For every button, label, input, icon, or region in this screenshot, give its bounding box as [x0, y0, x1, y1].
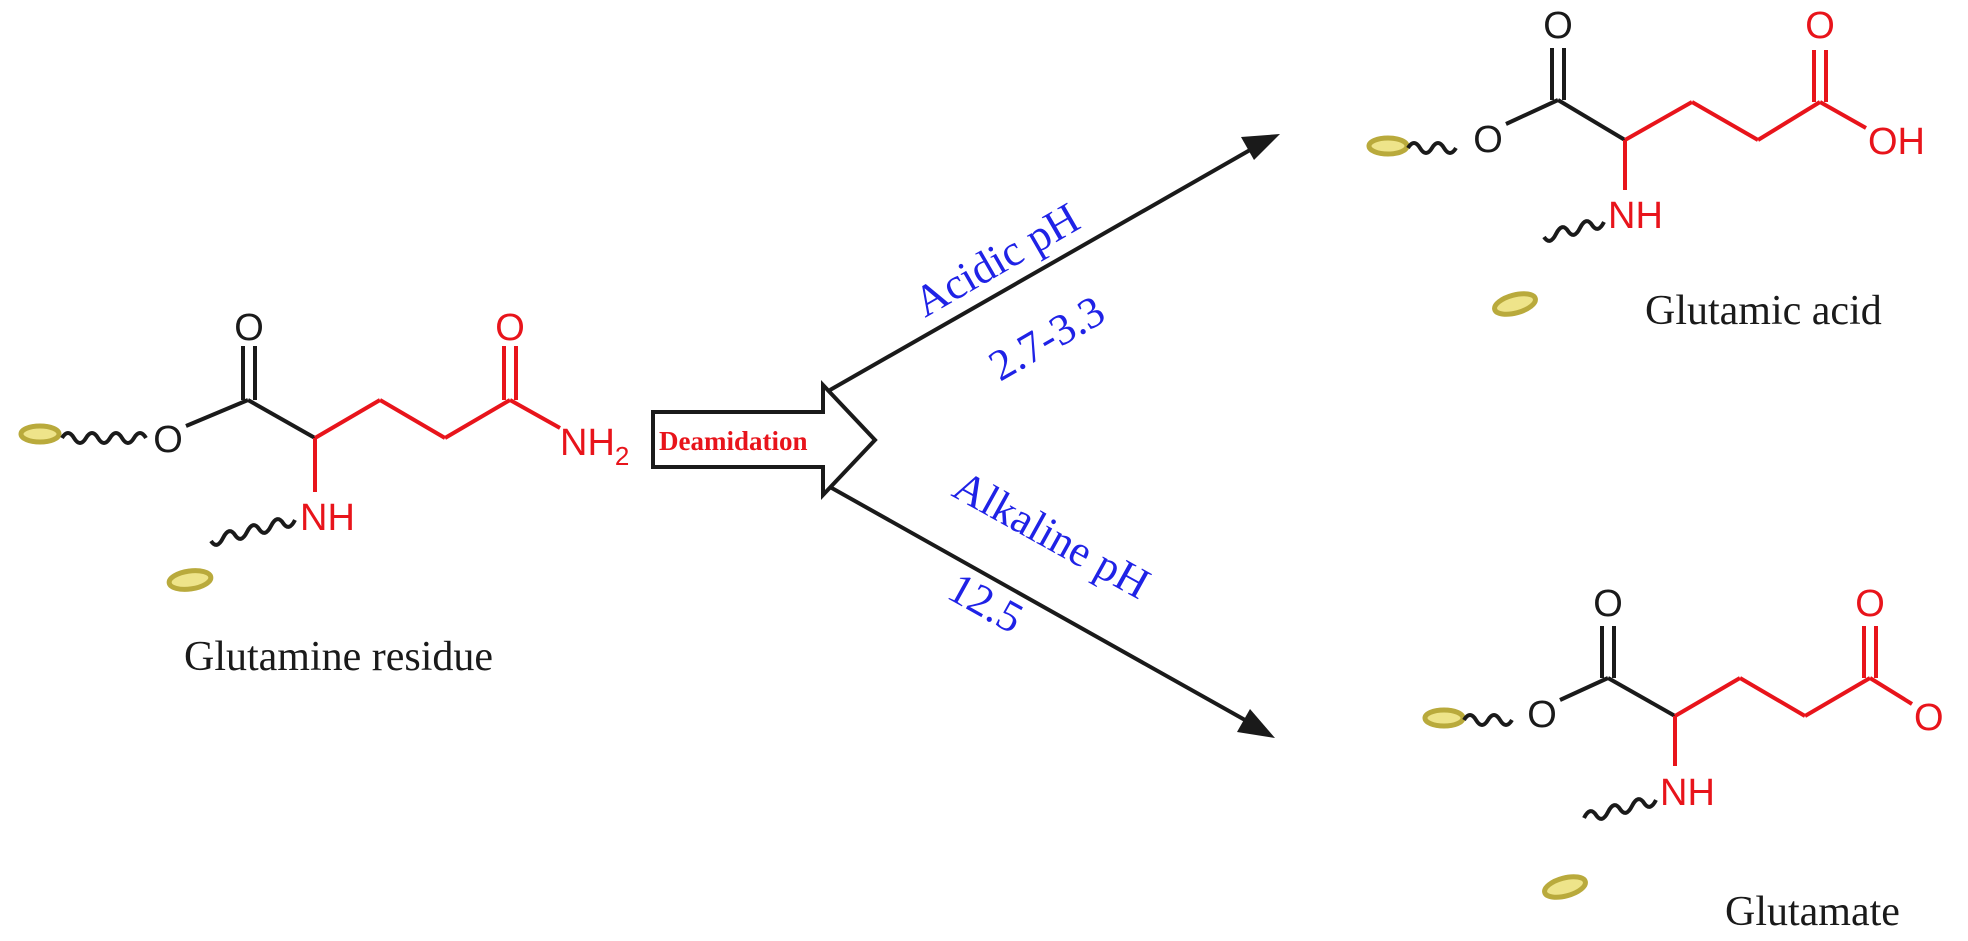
bond-carbonyl-alpha [247, 398, 316, 440]
bond-o-carbonyl [185, 398, 249, 428]
glutamic-acid-structure: O O O OH NH [1366, 5, 1925, 317]
ester-oxygen-label: O [1527, 694, 1557, 736]
wavy-linker [60, 431, 148, 445]
alkaline-branch-arrow-head [1237, 709, 1275, 738]
ester-oxygen-label: O [153, 419, 183, 461]
bond-alpha-beta [313, 398, 382, 440]
alkaline-branch-arrow-line [829, 485, 1246, 722]
bond-alpha-beta [1673, 676, 1742, 718]
resin-bead-top [18, 423, 62, 445]
resin-bead-bottom [1492, 291, 1538, 317]
carboxylate-oxygen-label: O [1855, 583, 1885, 625]
bond-beta-gamma [1691, 100, 1759, 142]
acid-oh-label: OH [1868, 121, 1925, 163]
deamidation-arrow [651, 379, 878, 501]
acid-oxygen-label: O [1805, 5, 1835, 47]
bond-alpha-beta [1624, 100, 1693, 142]
amide-nh2-label: NH2 [560, 422, 629, 471]
glutamic-acid-caption: Glutamic acid [1645, 288, 1882, 334]
wavy-linker-nh [1582, 797, 1658, 821]
deamidation-label: Deamidation [659, 426, 808, 456]
amide-oxygen-label: O [495, 307, 525, 349]
bond-gamma-amide [443, 398, 512, 440]
acidic-ph-value: 2.7-3.3 [981, 286, 1113, 391]
resin-bead-top [1422, 707, 1466, 729]
glutamine-residue-structure: O O O NH2 NH [18, 307, 629, 592]
bond-carbonyl-alpha [1607, 676, 1676, 718]
wavy-linker-nh [1542, 219, 1606, 243]
bond-beta-gamma [378, 398, 447, 440]
acidic-branch-arrow-head [1241, 134, 1280, 160]
amine-nh-label: NH [1608, 195, 1663, 237]
carboxylate-oxygen2-label: O [1914, 697, 1944, 739]
acidic-branch-arrow-line [829, 148, 1251, 392]
ester-oxygen-label: O [1473, 119, 1503, 161]
wavy-linker-nh [209, 517, 297, 547]
resin-bead-bottom [166, 568, 214, 592]
carbonyl-oxygen-label: O [1543, 5, 1573, 47]
bond-gamma-acid [1756, 100, 1822, 142]
bond-acid-oh [1819, 100, 1867, 130]
wavy-linker [1462, 713, 1514, 727]
glutamate-caption: Glutamate [1725, 889, 1900, 935]
bond-carboxylate-o [1868, 676, 1914, 706]
glutamine-caption: Glutamine residue [184, 634, 493, 680]
bond-carbonyl-alpha [1556, 98, 1627, 142]
resin-bead-top [1366, 135, 1410, 157]
carbonyl-oxygen-label: O [1593, 583, 1623, 625]
amine-nh-label: NH [1660, 772, 1715, 814]
bond-o-carbonyl [1559, 676, 1609, 702]
wavy-linker [1406, 141, 1458, 155]
bond-o-carbonyl [1505, 98, 1559, 126]
glutamate-structure: O O O O NH [1422, 583, 1944, 900]
alkaline-ph-value: 12.5 [940, 563, 1031, 643]
resin-bead-bottom [1542, 874, 1588, 900]
bond-gamma-carboxylate [1803, 676, 1872, 718]
bond-beta-gamma [1738, 676, 1807, 718]
carbonyl-oxygen-label: O [234, 307, 264, 349]
bond-amide-nitrogen [509, 398, 561, 430]
amine-nh-label: NH [300, 497, 355, 539]
